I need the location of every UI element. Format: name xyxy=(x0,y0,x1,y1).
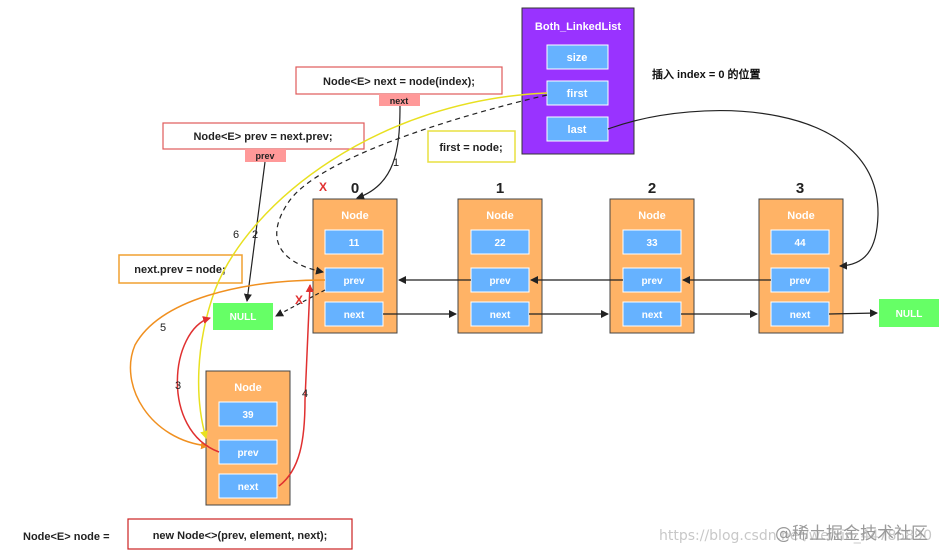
watermark-url: https://blog.csdn.net/weixin_44785890 xyxy=(658,528,932,544)
prev-field: prev xyxy=(489,276,511,287)
svg-text:next.prev = node;: next.prev = node; xyxy=(134,264,225,276)
size-field-label: size xyxy=(567,52,588,64)
node-value: 22 xyxy=(494,238,506,249)
first-field-label: first xyxy=(567,88,588,100)
node-title: Node xyxy=(234,382,262,394)
index-label-0: 0 xyxy=(351,180,359,197)
index-label-3: 3 xyxy=(796,180,804,197)
next-field: next xyxy=(490,310,511,321)
cross-mark-first: X xyxy=(319,180,327,194)
node-2: Node 33 prev next xyxy=(609,198,695,334)
next-field: next xyxy=(344,310,365,321)
watermark-site: @稀土掘金技术社区 xyxy=(775,524,928,544)
step-1-label: 1 xyxy=(393,157,399,169)
node-value: 39 xyxy=(242,410,254,421)
chain-arrows xyxy=(243,94,879,318)
node-title: Node xyxy=(638,210,666,222)
index-label-1: 1 xyxy=(496,180,504,197)
node-title: Node xyxy=(486,210,514,222)
node-value: 44 xyxy=(794,238,806,249)
prev-field: prev xyxy=(237,448,259,459)
node-0: Node 11 prev next xyxy=(312,198,398,334)
last-field-label: last xyxy=(568,124,587,136)
step-4-arrow xyxy=(278,284,314,487)
svg-text:new Node<>(prev, element, next: new Node<>(prev, element, next); xyxy=(153,530,328,542)
step-3-arrow xyxy=(176,316,220,453)
node-value: 11 xyxy=(349,238,360,249)
insert-position-note: 插入 index = 0 的位置 xyxy=(652,67,761,81)
next-field: next xyxy=(238,482,259,493)
step-3-label: 3 xyxy=(175,380,181,392)
prev-declaration-label: Node<E> prev = next.prev; prev xyxy=(162,122,365,162)
svg-text:NULL: NULL xyxy=(896,309,923,320)
next-field: next xyxy=(642,310,663,321)
step-5-label: 5 xyxy=(160,322,166,334)
node-value: 33 xyxy=(646,238,658,249)
linked-list-object: Both_LinkedList size first last xyxy=(521,7,635,155)
null-left: NULL xyxy=(213,303,273,330)
node-3: Node 44 prev next xyxy=(758,198,844,334)
linked-list-title: Both_LinkedList xyxy=(535,21,622,33)
step-6-arrow xyxy=(197,92,548,439)
new-node: Node 39 prev next xyxy=(205,370,291,506)
next-prev-assign-label: next.prev = node; xyxy=(118,254,243,284)
svg-text:NULL: NULL xyxy=(230,312,257,323)
first-field-box xyxy=(546,80,609,106)
prev-field: prev xyxy=(343,276,365,287)
node-declaration-left: Node<E> node = xyxy=(23,531,110,543)
step-2-label: 2 xyxy=(252,229,258,241)
prev-field: prev xyxy=(641,276,663,287)
node-title: Node xyxy=(341,210,369,222)
next-tag: next xyxy=(390,96,409,106)
step-5-arrow xyxy=(129,279,326,450)
null-right: NULL xyxy=(879,299,939,327)
next-field: next xyxy=(790,310,811,321)
prev-field: prev xyxy=(789,276,811,287)
cross-mark-prev: X xyxy=(295,293,303,307)
next-declaration-label: Node<E> next = node(index); next xyxy=(295,66,503,106)
svg-text:first = node;: first = node; xyxy=(439,142,502,154)
node-title: Node xyxy=(787,210,815,222)
node-constructor-label: new Node<>(prev, element, next); xyxy=(127,518,353,550)
svg-text:Node<E> prev = next.prev;: Node<E> prev = next.prev; xyxy=(193,131,332,143)
prev-tag: prev xyxy=(255,151,274,161)
index-label-2: 2 xyxy=(648,180,656,197)
first-assign-label: first = node; xyxy=(427,130,516,163)
step-4-label: 4 xyxy=(302,388,308,400)
node-1: Node 22 prev next xyxy=(457,198,543,334)
step-6-label: 6 xyxy=(233,229,239,241)
svg-text:Node<E> next = node(index);: Node<E> next = node(index); xyxy=(323,76,475,88)
size-field-box xyxy=(546,44,609,70)
